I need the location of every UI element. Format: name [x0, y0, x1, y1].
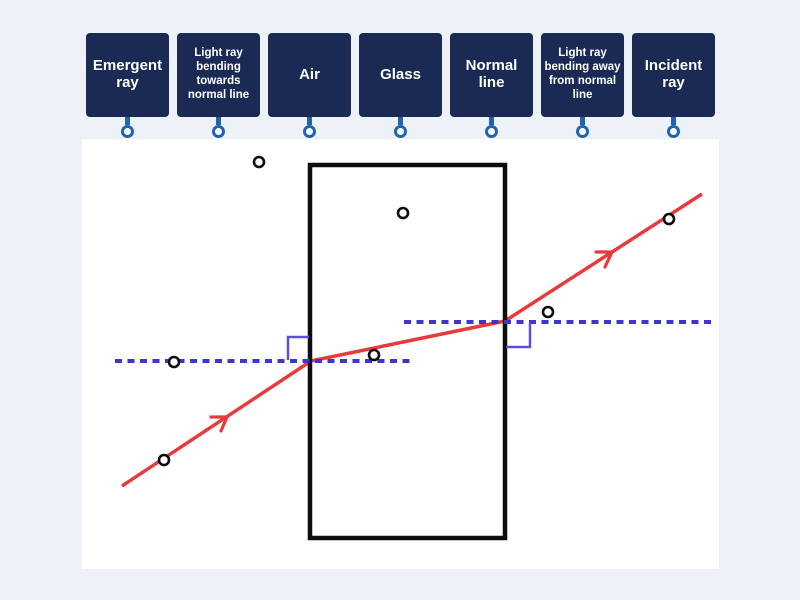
card-label: Incident ray [644, 57, 703, 91]
card-label: Light ray bending towards normal line [187, 47, 250, 101]
pin-icon [212, 117, 225, 138]
label-card-wrap: Incident ray [632, 33, 715, 138]
card-label: Light ray bending away from normal line [544, 47, 621, 101]
pin-stem [216, 117, 221, 125]
label-card-wrap: Air [268, 33, 351, 138]
label-card-air[interactable]: Air [268, 33, 351, 117]
arrowhead-icon [594, 250, 614, 269]
pin-ring [576, 125, 589, 138]
card-label: Air [299, 65, 320, 83]
drop-zone[interactable] [157, 453, 171, 467]
pin-stem [307, 117, 312, 125]
label-card-wrap: Emergent ray [86, 33, 169, 138]
pin-stem [398, 117, 403, 125]
pin-ring [212, 125, 225, 138]
pin-icon [303, 117, 316, 138]
pin-icon [485, 117, 498, 138]
label-card-incident-ray[interactable]: Incident ray [632, 33, 715, 117]
drop-zone[interactable] [662, 212, 676, 226]
card-label: Glass [380, 65, 421, 83]
glass-block [307, 162, 508, 541]
pin-ring [667, 125, 680, 138]
label-card-bending-towards-normal[interactable]: Light ray bending towards normal line [177, 33, 260, 117]
pin-icon [576, 117, 589, 138]
drop-zone[interactable] [541, 305, 555, 319]
pin-stem [125, 117, 130, 125]
card-label: Emergent ray [92, 57, 163, 91]
diagram-board [82, 139, 719, 569]
pin-icon [121, 117, 134, 138]
label-card-normal-line[interactable]: Normal line [450, 33, 533, 117]
pin-ring [303, 125, 316, 138]
label-card-wrap: Normal line [450, 33, 533, 138]
pin-icon [394, 117, 407, 138]
drop-zone[interactable] [396, 206, 410, 220]
drop-zone[interactable] [252, 155, 266, 169]
label-card-bending-away-from-normal[interactable]: Light ray bending away from normal line [541, 33, 624, 117]
pin-ring [121, 125, 134, 138]
label-card-wrap: Glass [359, 33, 442, 138]
label-cards-row: Emergent ray Light ray bending towards n… [86, 33, 715, 138]
label-card-wrap: Light ray bending away from normal line [541, 33, 624, 138]
light-ray [121, 192, 703, 488]
right-angle-marker-icon [506, 323, 532, 349]
pin-ring [485, 125, 498, 138]
pin-stem [489, 117, 494, 125]
right-angle-marker-icon [286, 335, 309, 360]
pin-ring [394, 125, 407, 138]
card-label: Normal line [465, 57, 518, 91]
label-card-wrap: Light ray bending towards normal line [177, 33, 260, 138]
label-card-glass[interactable]: Glass [359, 33, 442, 117]
refraction-diagram [115, 155, 714, 541]
pin-icon [667, 117, 680, 138]
drop-zone[interactable] [167, 355, 181, 369]
label-card-emergent-ray[interactable]: Emergent ray [86, 33, 169, 117]
pin-stem [671, 117, 676, 125]
pin-stem [580, 117, 585, 125]
arrowhead-icon [209, 415, 229, 433]
drop-zone[interactable] [367, 348, 381, 362]
